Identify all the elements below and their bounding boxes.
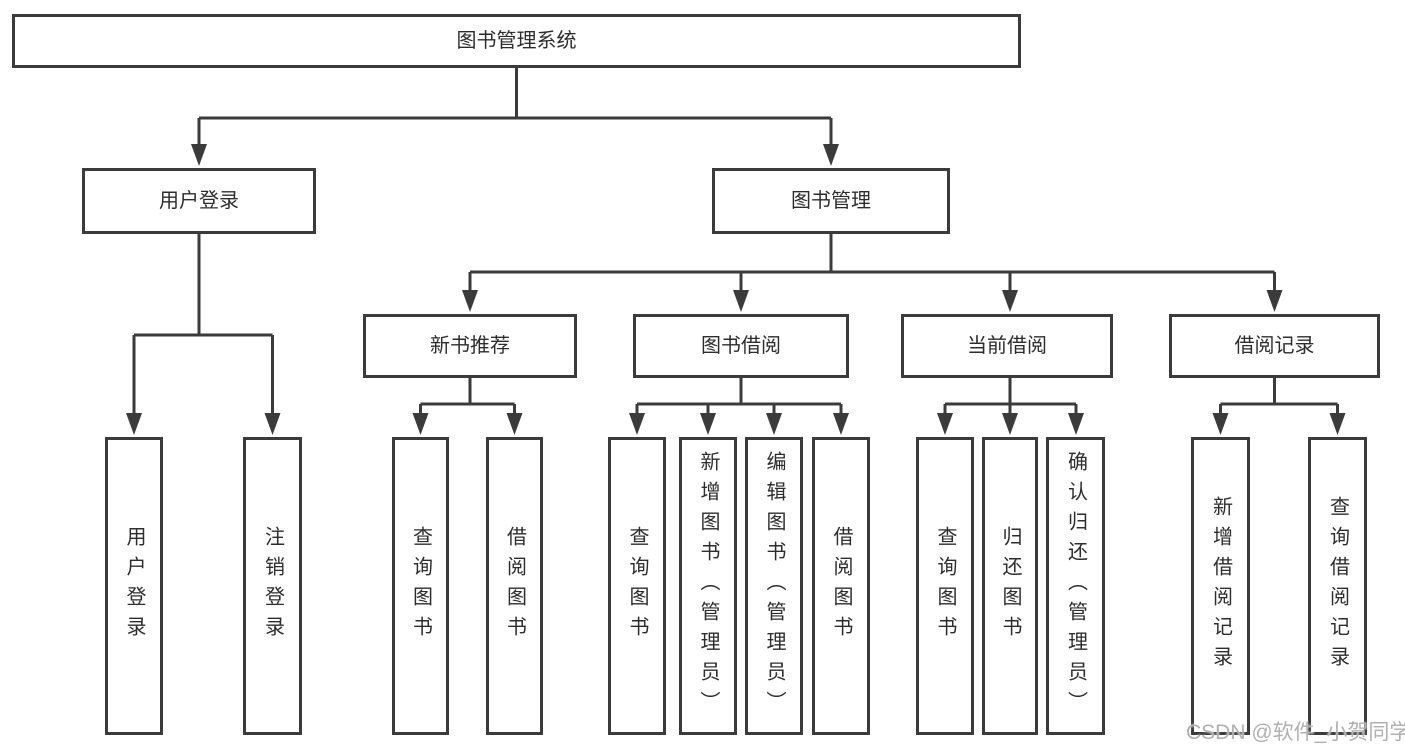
leaf-query-books-recommend: 查询图书 [392,437,449,735]
node-user-login-group: 用户登录 [82,168,316,234]
node-book-management-group: 图书管理 [712,168,950,234]
node-book-borrow: 图书借阅 [633,314,849,378]
node-library-system-root: 图书管理系统 [12,14,1021,68]
leaf-query-books-current: 查询图书 [916,437,974,735]
node-label: 借阅记录 [1234,335,1315,357]
node-label: 查询借阅记录 [1326,496,1349,676]
node-label: 借阅图书 [830,526,852,646]
node-label: 归还图书 [999,526,1021,646]
node-new-book-recommend: 新书推荐 [363,314,577,378]
connector-user-login-to-children [126,234,281,435]
leaf-add-borrow-record: 新增借阅记录 [1191,437,1250,735]
node-label: 查询图书 [409,526,432,646]
node-label: 借阅图书 [503,526,526,646]
leaf-logout: 注销登录 [243,437,302,735]
node-label: 图书管理 [791,190,871,212]
connector-book-management-to-children [462,234,1283,312]
connector-root-to-children [191,68,839,166]
node-label: 当前借阅 [967,335,1047,357]
node-current-borrow: 当前借阅 [901,314,1113,378]
connector-new-book-to-children [412,378,523,435]
node-label: 查询图书 [626,526,648,646]
node-label: 编辑图书（管理员） [763,451,785,721]
leaf-confirm-return-admin: 确认归还（管理员） [1046,437,1105,735]
leaf-borrow-books: 借阅图书 [812,437,870,735]
node-label: 图书管理系统 [456,30,577,52]
leaf-user-login: 用户登录 [105,437,163,735]
leaf-edit-books-admin: 编辑图书（管理员） [745,437,803,735]
node-label: 注销登录 [261,526,284,646]
leaf-borrow-books-recommend: 借阅图书 [486,437,543,735]
node-label: 确认归还（管理员） [1064,451,1087,721]
node-label: 新书推荐 [430,335,510,357]
leaf-add-books-admin: 新增图书（管理员） [679,437,737,735]
node-label: 新增图书（管理员） [697,451,719,721]
node-label: 图书借阅 [701,335,781,357]
csdn-watermark: CSDN @软件_小贺同学 [1186,721,1405,744]
connector-book-borrow-to-children [629,378,849,435]
node-label: 查询图书 [934,526,956,646]
node-borrow-records: 借阅记录 [1169,314,1380,378]
connector-current-borrow-to-children [937,378,1084,435]
node-label: 新增借阅记录 [1209,496,1232,676]
connector-borrow-records-to-children [1212,378,1346,435]
leaf-return-books: 归还图书 [982,437,1038,735]
node-label: 用户登录 [159,190,239,212]
leaf-query-borrow-record: 查询借阅记录 [1308,437,1367,735]
leaf-query-books-borrow: 查询图书 [608,437,666,735]
node-label: 用户登录 [123,526,145,646]
